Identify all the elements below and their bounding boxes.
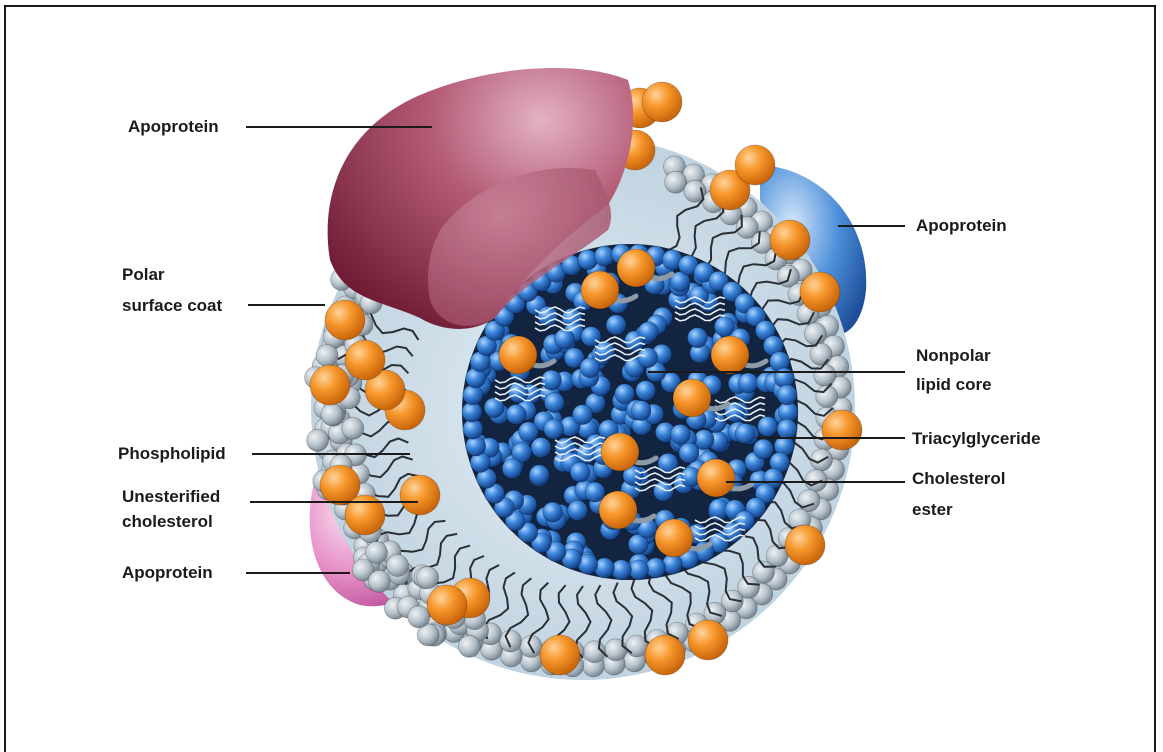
phospholipid-head bbox=[307, 429, 329, 451]
phospholipid-head bbox=[798, 490, 820, 512]
label-nonpolar-lipid-core: Nonpolar lipid core bbox=[916, 343, 992, 397]
triacylglyceride-molecule bbox=[738, 373, 758, 393]
triacylglyceride-molecule bbox=[585, 482, 605, 502]
triacylglyceride-molecule bbox=[502, 459, 522, 479]
triacylglyceride-molecule bbox=[679, 443, 699, 463]
cholesterol-molecule bbox=[427, 585, 467, 625]
label-polar-line1: Polar bbox=[122, 262, 222, 287]
label-apoprotein-bottom: Apoprotein bbox=[122, 560, 213, 585]
phospholipid-head bbox=[316, 345, 338, 367]
cholesterol-molecule bbox=[645, 635, 685, 675]
cholesterol-ester-molecule bbox=[673, 379, 711, 417]
cholesterol-ester-molecule bbox=[711, 336, 749, 374]
triacylglyceride-molecule bbox=[580, 358, 600, 378]
phospholipid-head bbox=[804, 323, 826, 345]
triacylglyceride-molecule bbox=[777, 385, 797, 405]
cholesterol-ester-molecule bbox=[617, 249, 655, 287]
triacylglyceride-molecule bbox=[518, 422, 538, 442]
triacylglyceride-molecule bbox=[636, 381, 656, 401]
triacylglyceride-molecule bbox=[758, 417, 778, 437]
triacylglyceride-molecule bbox=[688, 328, 708, 348]
triacylglyceride-molecule bbox=[554, 329, 574, 349]
cholesterol-molecule bbox=[688, 620, 728, 660]
label-apoprotein-top: Apoprotein bbox=[128, 114, 219, 139]
triacylglyceride-molecule bbox=[753, 439, 773, 459]
cholesterol-ester-molecule bbox=[499, 336, 537, 374]
label-unesterified-line2: cholesterol bbox=[122, 509, 220, 534]
triacylglyceride-molecule bbox=[631, 401, 651, 421]
triacylglyceride-molecule bbox=[735, 424, 755, 444]
phospholipid-head bbox=[408, 606, 430, 628]
phospholipid-head bbox=[321, 403, 343, 425]
triacylglyceride-molecule bbox=[544, 393, 564, 413]
phospholipid-head bbox=[665, 171, 687, 193]
label-cholesterol-line1: Cholesterol bbox=[912, 466, 1006, 491]
label-cholesterol-line2: ester bbox=[912, 497, 1006, 522]
label-nonpolar-line1: Nonpolar bbox=[916, 343, 992, 368]
label-polar-line2: surface coat bbox=[122, 293, 222, 318]
triacylglyceride-molecule bbox=[638, 322, 658, 342]
triacylglyceride-molecule bbox=[570, 462, 590, 482]
cholesterol-molecule bbox=[400, 475, 440, 515]
triacylglyceride-molecule bbox=[506, 404, 526, 424]
label-apoprotein-right: Apoprotein bbox=[916, 213, 1007, 238]
cholesterol-molecule bbox=[800, 272, 840, 312]
phospholipid-head bbox=[417, 567, 439, 589]
label-unesterified-cholesterol: Unesterified cholesterol bbox=[122, 484, 220, 534]
cholesterol-molecule bbox=[310, 365, 350, 405]
phospholipid-head bbox=[805, 470, 827, 492]
triacylglyceride-molecule bbox=[544, 419, 564, 439]
phospholipid-head bbox=[500, 630, 522, 652]
triacylglyceride-molecule bbox=[568, 500, 588, 520]
phospholipid-head bbox=[458, 635, 480, 657]
cholesterol-molecule bbox=[770, 220, 810, 260]
cholesterol-molecule bbox=[735, 145, 775, 185]
phospholipid-head bbox=[387, 555, 409, 577]
triacylglyceride-molecule bbox=[542, 370, 562, 390]
cholesterol-ester-molecule bbox=[697, 459, 735, 497]
phospholipid-head bbox=[368, 570, 390, 592]
label-phospholipid: Phospholipid bbox=[118, 441, 226, 466]
phospholipid-head bbox=[342, 417, 364, 439]
cholesterol-molecule bbox=[345, 340, 385, 380]
triacylglyceride-molecule bbox=[606, 315, 626, 335]
label-polar-surface-coat: Polar surface coat bbox=[122, 262, 222, 318]
cholesterol-molecule bbox=[642, 82, 682, 122]
triacylglyceride-molecule bbox=[670, 424, 690, 444]
label-triacylglyceride: Triacylglyceride bbox=[912, 426, 1041, 451]
triacylglyceride-molecule bbox=[573, 405, 593, 425]
cholesterol-molecule bbox=[785, 525, 825, 565]
cholesterol-molecule bbox=[822, 410, 862, 450]
triacylglyceride-molecule bbox=[529, 465, 549, 485]
triacylglyceride-molecule bbox=[543, 502, 563, 522]
triacylglyceride-molecule bbox=[638, 348, 658, 368]
cholesterol-molecule bbox=[540, 635, 580, 675]
label-unesterified-line1: Unesterified bbox=[122, 484, 220, 509]
cholesterol-molecule bbox=[325, 300, 365, 340]
cholesterol-ester-molecule bbox=[581, 271, 619, 309]
cholesterol-ester-molecule bbox=[601, 433, 639, 471]
phospholipid-head bbox=[366, 541, 388, 563]
label-cholesterol-ester: Cholesterol ester bbox=[912, 466, 1006, 522]
label-nonpolar-line2: lipid core bbox=[916, 372, 992, 397]
cholesterol-ester-molecule bbox=[599, 491, 637, 529]
cholesterol-ester-molecule bbox=[655, 519, 693, 557]
